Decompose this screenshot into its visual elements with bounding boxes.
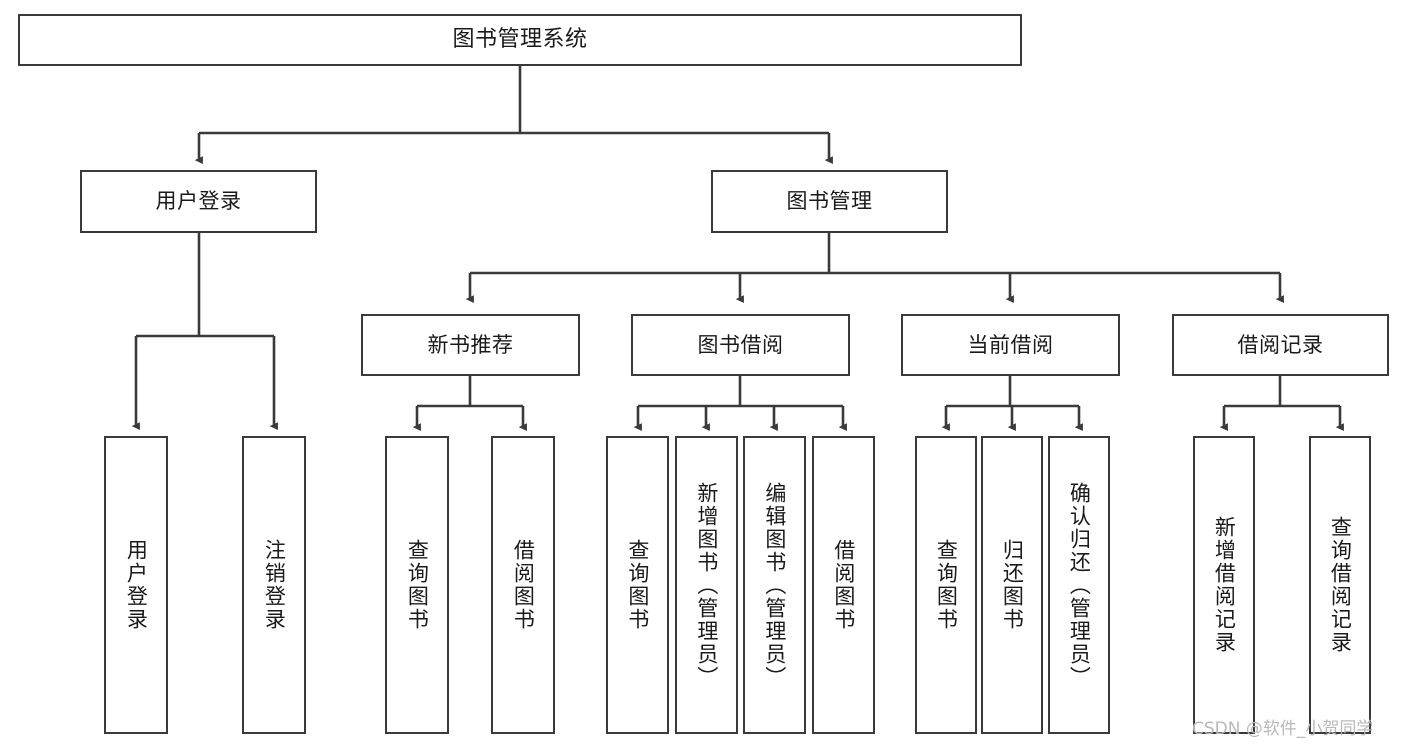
node-current-borrow[interactable]: 当前借阅 (901, 314, 1120, 376)
leaf-current-query-book[interactable]: 查询图书 (915, 436, 977, 734)
node-label: 借阅图书 (511, 539, 536, 631)
leaf-current-confirm-return-admin[interactable]: 确认归还（管理员） (1048, 436, 1110, 734)
node-label: 归还图书 (1000, 539, 1025, 631)
leaf-user-login[interactable]: 用户登录 (104, 436, 168, 734)
leaf-record-query-borrow-record[interactable]: 查询借阅记录 (1309, 436, 1371, 734)
node-borrow-record[interactable]: 借阅记录 (1172, 314, 1389, 376)
node-label: 查询图书 (405, 539, 430, 631)
node-label: 查询借阅记录 (1328, 516, 1353, 654)
leaf-recommend-borrow-book[interactable]: 借阅图书 (491, 436, 555, 734)
node-label: 图书管理系统 (452, 27, 588, 53)
leaf-current-return-book[interactable]: 归还图书 (981, 436, 1043, 734)
leaf-record-add-borrow-record[interactable]: 新增借阅记录 (1193, 436, 1255, 734)
node-label: 图书借阅 (697, 332, 784, 357)
leaf-borrow-edit-book-admin[interactable]: 编辑图书（管理员） (743, 436, 806, 734)
node-label: 确认归还（管理员） (1067, 481, 1092, 689)
leaf-borrow-query-book[interactable]: 查询图书 (606, 436, 669, 734)
node-label: 用户登录 (124, 539, 149, 631)
node-label: 图书管理 (786, 189, 873, 214)
node-new-book-recommend[interactable]: 新书推荐 (361, 314, 580, 376)
watermark-text: CSDN @软件_小贺同学 (1192, 719, 1374, 739)
node-label: 当前借阅 (967, 332, 1054, 357)
node-label: 查询图书 (625, 539, 650, 631)
node-label: 查询图书 (934, 539, 959, 631)
node-label: 编辑图书（管理员） (762, 481, 787, 689)
leaf-borrow-add-book-admin[interactable]: 新增图书（管理员） (675, 436, 738, 734)
node-user-login[interactable]: 用户登录 (80, 170, 317, 233)
leaf-borrow-borrow-book[interactable]: 借阅图书 (812, 436, 875, 734)
node-label: 新书推荐 (427, 332, 514, 357)
leaf-user-logout[interactable]: 注销登录 (242, 436, 306, 734)
node-label: 借阅图书 (831, 539, 856, 631)
node-book-borrow[interactable]: 图书借阅 (631, 314, 850, 376)
node-label: 用户登录 (155, 189, 242, 214)
node-root-book-management-system[interactable]: 图书管理系统 (18, 14, 1022, 66)
node-book-management[interactable]: 图书管理 (711, 170, 948, 233)
node-label: 新增图书（管理员） (694, 481, 719, 689)
leaf-recommend-query-book[interactable]: 查询图书 (385, 436, 449, 734)
node-label: 注销登录 (262, 539, 287, 631)
node-label: 借阅记录 (1237, 332, 1324, 357)
node-label: 新增借阅记录 (1212, 516, 1237, 654)
